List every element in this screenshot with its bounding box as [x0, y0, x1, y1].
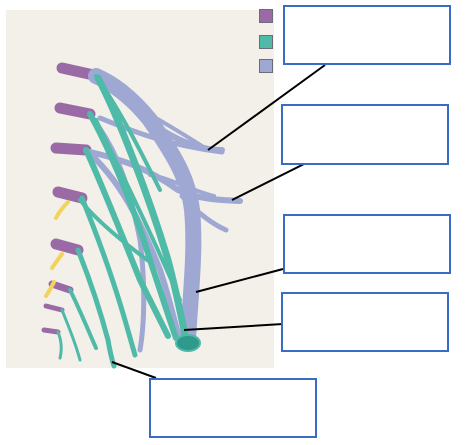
- leader-lines: [111, 64, 326, 379]
- leader-line-5: [111, 361, 157, 379]
- ganglia: [44, 200, 70, 298]
- ganglion-3: [44, 280, 56, 298]
- root-stub-5: [50, 238, 84, 256]
- teal-branch-10: [94, 74, 162, 192]
- leader-line-4: [183, 323, 284, 331]
- teal-branch-2: [87, 111, 179, 341]
- root-stub-3: [50, 142, 92, 156]
- label-box-4[interactable]: [281, 292, 449, 352]
- illustration-panel: [6, 10, 274, 368]
- leader-line-3: [195, 268, 284, 293]
- teal-nerves: [56, 74, 190, 369]
- teal-branch-8: [60, 308, 82, 362]
- legend-swatch-teal: [259, 35, 273, 49]
- blue-trunk: [88, 68, 202, 348]
- blue-branch-4: [179, 193, 229, 233]
- nerve-illustration: [41, 62, 243, 369]
- leader-line-1: [207, 64, 326, 151]
- root-stub-2: [54, 102, 96, 120]
- trunk-end: [175, 334, 201, 352]
- blue-branch-5: [83, 147, 183, 343]
- label-box-2[interactable]: [281, 104, 449, 165]
- blue-branch-8: [148, 173, 216, 198]
- leader-line-2: [231, 162, 307, 201]
- ganglion-1: [54, 200, 70, 220]
- teal-branch-7: [68, 288, 98, 350]
- teal-branch-9: [56, 330, 63, 360]
- root-stub-7: [43, 303, 65, 313]
- legend-swatch-purple: [259, 9, 273, 23]
- ganglion-2: [50, 252, 64, 270]
- legend-swatch-blue: [259, 59, 273, 73]
- label-box-5[interactable]: [149, 378, 317, 438]
- teal-branch-1: [94, 74, 190, 344]
- teal-branch-3: [83, 147, 171, 339]
- teal-branch-4: [79, 195, 138, 358]
- label-box-1[interactable]: [283, 5, 451, 65]
- root-stub-8: [41, 327, 61, 335]
- teal-branch-5: [75, 247, 117, 369]
- root-stub-4: [52, 186, 88, 204]
- teal-branch-6: [78, 198, 152, 264]
- label-box-3[interactable]: [283, 214, 451, 274]
- blue-branch-7: [108, 88, 207, 150]
- teal-branch-11: [94, 118, 182, 302]
- root-stub-6: [48, 280, 74, 294]
